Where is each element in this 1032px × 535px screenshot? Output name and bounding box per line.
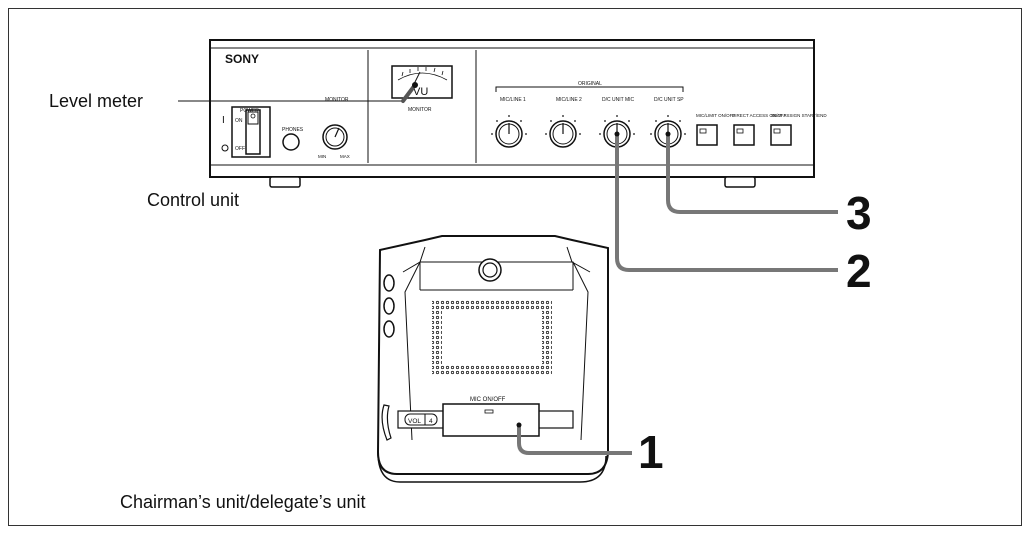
callout-number-2: 2	[846, 245, 872, 297]
leader-lines	[178, 82, 838, 455]
mic-on-off-label: MIC ON/OFF	[470, 397, 506, 403]
on-label: ON	[235, 118, 243, 124]
foot-right	[724, 176, 756, 188]
seat-assign-button[interactable]	[770, 124, 792, 146]
power-label: POWER	[240, 108, 259, 114]
meter-caption: MONITOR	[408, 107, 432, 113]
control-unit-body	[209, 39, 815, 178]
min-label: MIN	[318, 154, 326, 159]
control-unit: SONY I POWER ON OFF PHONES MONITOR MIN M…	[209, 39, 827, 188]
callout-number-3: 3	[846, 187, 872, 239]
knob-mic-line-2[interactable]	[549, 120, 577, 148]
button-label-seat-assign: SEAT ASSIGN START/END	[771, 113, 827, 118]
off-label: OFF	[235, 146, 245, 152]
chairman-unit-callout: Chairman’s unit/delegate’s unit	[120, 492, 366, 512]
monitor-label: MONITOR	[325, 97, 349, 103]
power-switch[interactable]: I	[221, 106, 271, 158]
button-label-mic-limit: MIC/LIMIT ON/OFF	[696, 113, 735, 118]
brand-logo: SONY	[225, 52, 259, 66]
mic-limit-button[interactable]	[696, 124, 718, 146]
vu-text: VU	[413, 86, 428, 98]
vol-label: VOL	[408, 418, 421, 425]
knob-label-dc-unit-sp: D/C UNIT SP	[654, 97, 684, 103]
button-label-direct-access: DIRECT ACCESS ON/OFF	[732, 113, 787, 118]
knob-label-dc-unit-mic: D/C UNIT MIC	[602, 97, 635, 103]
knob-scale-marks	[491, 115, 686, 135]
foot-left	[269, 176, 301, 188]
vol-value: 4	[429, 418, 433, 425]
vu-meter	[391, 65, 453, 99]
callout-number-1: 1	[638, 426, 664, 478]
knob-label-mic-line-2: MIC/LINE 2	[556, 97, 582, 103]
volume-wheel[interactable]	[381, 404, 392, 441]
original-label: ORIGINAL	[578, 81, 602, 87]
phones-jack[interactable]	[282, 133, 300, 151]
phones-label: PHONES	[282, 127, 304, 133]
control-unit-callout: Control unit	[147, 190, 240, 210]
speaker-grille	[432, 300, 552, 375]
direct-access-button[interactable]	[733, 124, 755, 146]
max-label: MAX	[340, 154, 350, 159]
mic-on-off-button[interactable]	[442, 403, 540, 437]
knob-mic-line-1[interactable]	[495, 120, 523, 148]
delegate-unit: VOL 4 MIC ON/OFF	[376, 235, 609, 483]
figure-frame	[8, 8, 1022, 526]
svg-text:I: I	[222, 115, 225, 126]
level-meter-callout: Level meter	[49, 91, 144, 111]
knob-label-mic-line-1: MIC/LINE 1	[500, 97, 526, 103]
